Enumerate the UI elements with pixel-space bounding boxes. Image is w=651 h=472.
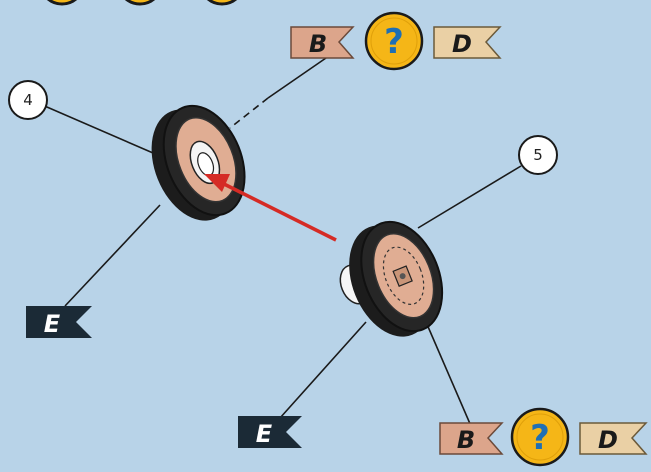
leader-lines [39, 57, 522, 434]
flag-e-left-label: E [44, 310, 61, 338]
bottom-flag-group: B ? D [439, 407, 648, 467]
callout-5: 5 [518, 135, 558, 175]
flag-b-bottom-label: B [457, 426, 475, 454]
callout-4: 4 [8, 80, 48, 120]
leader-line-4 [39, 103, 161, 157]
leader-line-dashed [229, 97, 269, 129]
question-coin-top: ? [364, 11, 424, 71]
flag-e-bottom: E [238, 416, 302, 448]
leader-line-top-flag [267, 57, 327, 99]
leader-line-bottom-e [279, 321, 367, 419]
red-assembly-arrow-icon [204, 174, 337, 242]
callout-4-label: 4 [23, 91, 33, 109]
flag-b-top-label: B [309, 30, 327, 58]
top-flag-group: B ? D [290, 11, 502, 71]
flag-d-bottom-label: D [598, 426, 618, 454]
wheel-part-5 [339, 220, 444, 337]
leader-line-left-e [64, 204, 161, 307]
flag-b-bottom: B [439, 422, 504, 455]
flag-d-top: D [433, 26, 502, 59]
flag-b-top: B [290, 26, 355, 59]
question-coin-bottom: ? [510, 407, 570, 467]
flag-e-bottom-label: E [256, 420, 273, 448]
wheel-part-4 [151, 104, 246, 221]
flag-e-left: E [26, 306, 92, 338]
flag-d-bottom: D [579, 422, 648, 455]
leader-line-5 [417, 165, 522, 229]
leader-line-bottom-flag [425, 321, 475, 434]
question-mark-icon: ? [530, 418, 550, 458]
top-partial-coins [46, 0, 238, 6]
callout-5-label: 5 [533, 146, 543, 164]
question-mark-icon: ? [384, 22, 404, 62]
flag-d-top-label: D [452, 30, 472, 58]
